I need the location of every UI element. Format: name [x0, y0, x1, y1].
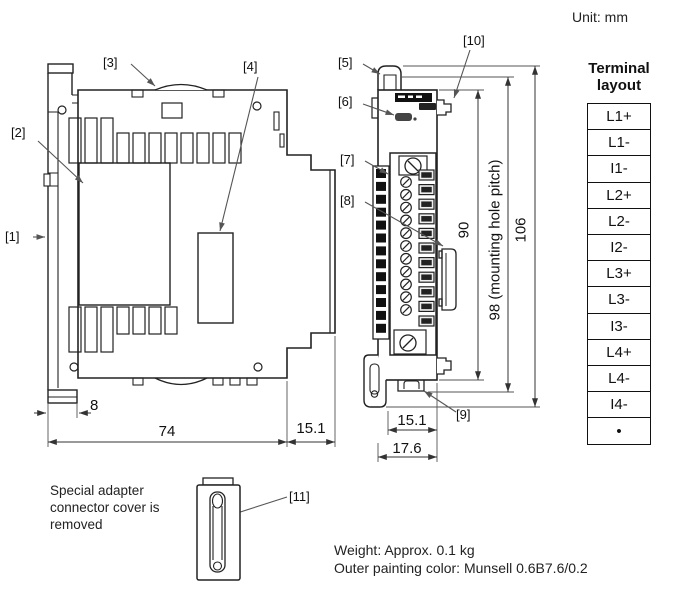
terminal-cell: I4-: [588, 392, 650, 419]
side-view-drawing: [43, 63, 336, 404]
dim-rail-offset: 8: [90, 397, 99, 414]
terminal-block: [372, 152, 437, 356]
terminal-cell: L3+: [588, 261, 650, 288]
brand-mark: [395, 113, 412, 121]
terminal-cell: I3-: [588, 314, 650, 340]
cover-note: Special adapter connector cover is remov…: [50, 483, 160, 532]
unit-note: Unit: mm: [572, 9, 628, 25]
dimension-lines: [34, 66, 538, 460]
dim-mounting-hole-pitch: 98 (mounting hole pitch): [486, 159, 504, 321]
vent-slots-bottom: [68, 306, 178, 353]
dim-front-total-depth: 17.6: [392, 440, 422, 457]
terminal-layout-table: L1+ L1- I1- L2+ L2- I2- L3+ L3- I3- L4+ …: [587, 103, 651, 446]
callout-4: [4]: [243, 59, 258, 74]
paint-note: Outer painting color: Munsell 0.6B7.6/0.…: [334, 560, 588, 576]
extension-lines: [47, 65, 540, 462]
terminal-screws: [399, 175, 413, 317]
terminal-cell: I2-: [588, 235, 650, 262]
weight-note: Weight: Approx. 0.1 kg: [334, 542, 475, 558]
terminal-cell: L3-: [588, 287, 650, 314]
terminal-cell: L4-: [588, 366, 650, 393]
dim-total-height: 106: [512, 217, 530, 243]
model-label-bar: [395, 93, 432, 102]
callout-8: [8]: [340, 193, 355, 208]
callout-9: [9]: [456, 407, 471, 422]
callout-2: [2]: [11, 125, 26, 140]
terminal-cell: L1-: [588, 130, 650, 157]
front-view-drawing: [363, 65, 457, 408]
terminal-cell: L2+: [588, 183, 650, 209]
terminal-name-tags: [376, 169, 386, 333]
top-din-hook: [377, 65, 402, 90]
adapter-clip-bottom: [437, 357, 452, 375]
terminal-openings: [418, 169, 435, 327]
callout-10: [10]: [463, 33, 485, 48]
bottom-tab: [397, 380, 425, 392]
dim-side-depth: 15.1: [296, 420, 326, 437]
bottom-din-hook: [363, 354, 387, 408]
dim-body-height: 90: [455, 221, 473, 239]
connector-cover-drawing: [196, 477, 241, 581]
callout-7: [7]: [340, 152, 355, 167]
connector-latch: [438, 248, 457, 311]
callout-1: [1]: [5, 229, 20, 244]
top-bump: [154, 83, 208, 91]
dim-body-width: 74: [158, 423, 176, 440]
callout-5: [5]: [338, 55, 353, 70]
callout-3: [3]: [103, 55, 118, 70]
side-body-outline: [77, 89, 336, 379]
callout-6: [6]: [338, 94, 353, 109]
adapter-clip-top: [437, 99, 452, 116]
terminal-cell: •: [616, 422, 622, 440]
inner-window: [197, 232, 234, 324]
terminal-layout-title: Terminal layout: [588, 60, 650, 94]
terminal-cell: I1-: [588, 156, 650, 183]
terminal-cell: L1+: [588, 104, 650, 131]
terminal-cell: L4+: [588, 340, 650, 366]
dim-front-depth: 15.1: [397, 412, 427, 429]
inner-panel: [78, 162, 171, 306]
callout-11: [11]: [289, 489, 310, 504]
terminal-cell: L2-: [588, 209, 650, 235]
bottom-bump: [154, 377, 208, 386]
